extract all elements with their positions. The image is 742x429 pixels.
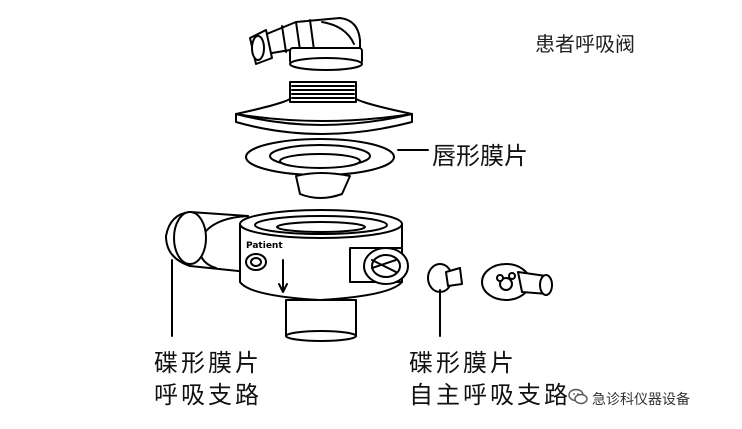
spontaneous-branch-label: 自主呼吸支路 <box>409 381 571 409</box>
patient-port-label: Patient <box>246 241 283 251</box>
threaded-cap <box>235 81 413 135</box>
watermark: 急诊科仪器设备 <box>568 388 690 410</box>
valve-body <box>165 209 409 342</box>
wechat-icon <box>568 388 588 410</box>
lip-membrane <box>245 138 395 199</box>
disc-membrane-right <box>427 263 463 293</box>
elbow-connector <box>249 17 363 71</box>
disc-membrane-left-label: 碟形膜片 <box>154 349 262 377</box>
disc-membrane-right-label: 碟形膜片 <box>409 349 517 377</box>
lip-membrane-label: 唇形膜片 <box>432 142 528 170</box>
rear-cap <box>481 263 553 301</box>
exhale-branch-label: 呼吸支路 <box>154 381 262 409</box>
watermark-text: 急诊科仪器设备 <box>592 392 690 408</box>
diagram-title: 患者呼吸阀 <box>535 32 635 56</box>
